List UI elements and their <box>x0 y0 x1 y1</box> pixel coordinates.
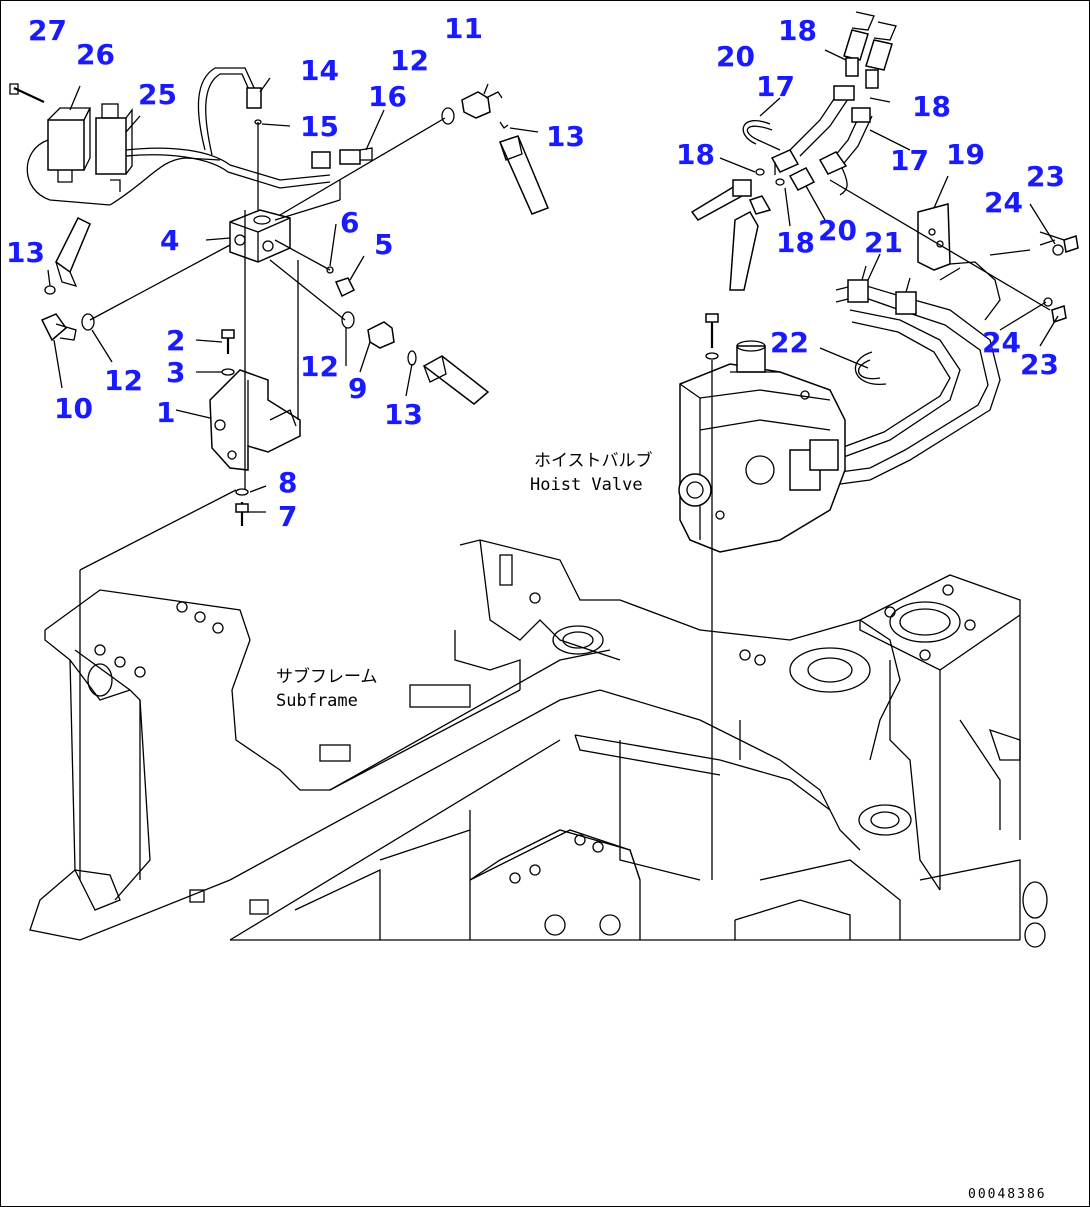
subframe-label-jp: サブフレーム <box>276 666 378 687</box>
callout-13: 13 <box>546 120 585 153</box>
callout-23: 23 <box>1026 160 1065 193</box>
callout-8: 8 <box>278 466 297 499</box>
hoist-valve-drawing <box>678 11 1079 880</box>
callout-10: 10 <box>54 392 93 425</box>
callout-12: 12 <box>104 364 143 397</box>
callout-13: 13 <box>384 398 423 431</box>
left-assembly-drawing <box>9 67 549 880</box>
callout-15: 15 <box>300 110 339 143</box>
callout-24: 24 <box>982 326 1021 359</box>
callout-27: 27 <box>28 14 67 47</box>
callout-11: 11 <box>444 12 483 45</box>
callout-6: 6 <box>340 206 359 239</box>
callout-12: 12 <box>390 44 429 77</box>
callout-13: 13 <box>6 236 45 269</box>
document-number: 00048386 <box>968 1187 1047 1202</box>
callout-5: 5 <box>374 228 393 261</box>
hoist-valve-label-jp: ホイストバルブ <box>534 450 653 471</box>
callout-21: 21 <box>864 226 903 259</box>
callout-12: 12 <box>300 350 339 383</box>
callout-7: 7 <box>278 500 297 533</box>
callout-23: 23 <box>1020 348 1059 381</box>
callout-18: 18 <box>776 226 815 259</box>
callout-18: 18 <box>778 14 817 47</box>
leader-lines <box>47 49 1065 513</box>
callout-9: 9 <box>348 372 367 405</box>
callout-20: 20 <box>716 40 755 73</box>
callout-26: 26 <box>76 38 115 71</box>
subframe-label-en: Subframe <box>276 691 358 711</box>
callout-22: 22 <box>770 326 809 359</box>
callout-19: 19 <box>946 138 985 171</box>
callout-17: 17 <box>890 144 929 177</box>
callout-14: 14 <box>300 54 339 87</box>
callout-18: 18 <box>676 138 715 171</box>
subframe-drawing <box>29 539 1048 948</box>
callout-20: 20 <box>818 214 857 247</box>
hoist-valve-label-en: Hoist Valve <box>530 475 643 495</box>
callout-4: 4 <box>160 224 179 257</box>
callout-25: 25 <box>138 78 177 111</box>
callout-16: 16 <box>368 80 407 113</box>
callout-1: 1 <box>156 396 175 429</box>
callout-2: 2 <box>166 324 185 357</box>
callout-3: 3 <box>166 356 185 389</box>
callout-17: 17 <box>756 70 795 103</box>
callout-18: 18 <box>912 90 951 123</box>
callout-numbers: 27 26 25 14 12 16 11 15 13 4 6 5 13 12 2… <box>6 12 1065 533</box>
callout-24: 24 <box>984 186 1023 219</box>
annotations: ホイストバルブ Hoist Valve サブフレーム Subframe 0004… <box>276 450 1047 1202</box>
